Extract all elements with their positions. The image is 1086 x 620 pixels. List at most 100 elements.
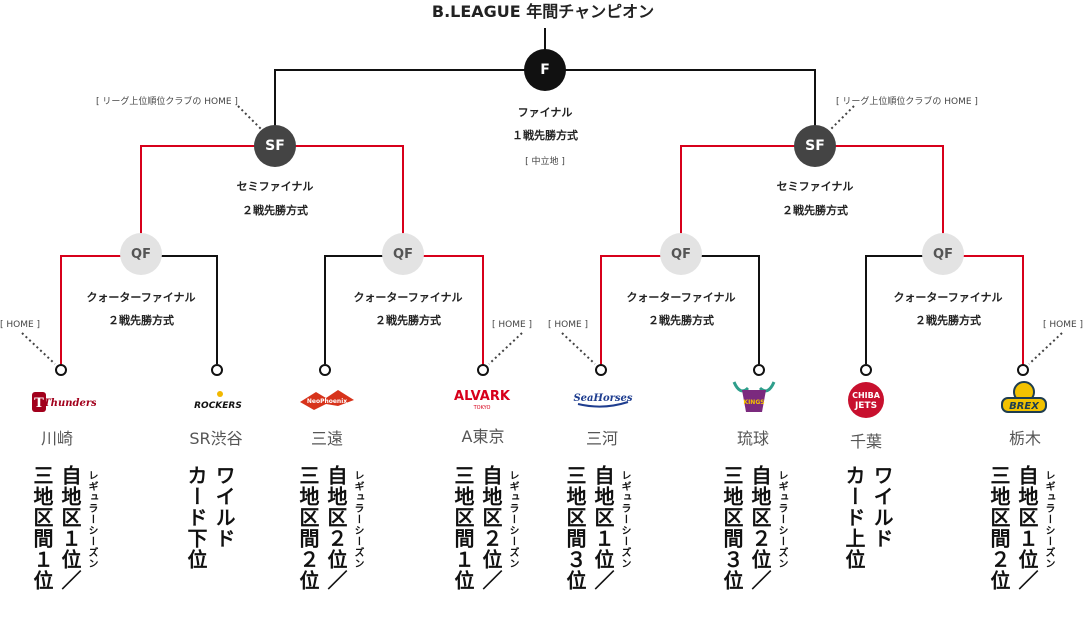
qf4-to-tochigi <box>943 255 1024 368</box>
sanen-neophoenix-logo: NeoPhoenix <box>292 384 362 416</box>
seed-line1-shibuya: ワイルド <box>212 465 236 549</box>
leaf-circle-ryukyu <box>753 364 765 376</box>
home-label-mikawa: [ HOME ] <box>548 320 589 330</box>
chiba-jets-logo: CHIBA JETS <box>840 380 892 420</box>
tochigi-brex-logo: BREX <box>996 380 1052 418</box>
leaf-circle-chiba <box>860 364 872 376</box>
final-format: １戦先勝方式 <box>512 129 578 142</box>
seed-line1-tochigi: 自地区１位／ <box>1015 465 1039 591</box>
seed-line1-mikawa: 自地区１位／ <box>591 465 615 591</box>
sf-right-format: ２戦先勝方式 <box>782 204 848 217</box>
team-name-shibuya: SR渋谷 <box>189 429 243 448</box>
sanen-logo-text: NeoPhoenix <box>307 398 347 405</box>
sf-right-to-qf3 <box>680 145 815 234</box>
sf-left-label: セミファイナル <box>236 180 314 193</box>
chiba-logo-subtext: JETS <box>854 401 877 411</box>
team-name-kawasaki: 川崎 <box>40 429 73 448</box>
leaf-circle-tochigi <box>1017 364 1029 376</box>
home-dots-sf-right <box>829 105 855 131</box>
chiba-logo-text: CHIBA <box>852 391 881 400</box>
final-node: F <box>524 49 566 91</box>
shibuya-logo-text: ROCKERS <box>194 401 242 411</box>
quarterfinal-node-4: QF <box>922 233 964 275</box>
seed-line1-sanen: 自地区２位／ <box>324 465 348 591</box>
seed-line1-ryukyu: 自地区２位／ <box>748 465 772 591</box>
qf4-format: ２戦先勝方式 <box>915 314 981 327</box>
qf3-to-ryukyu <box>681 255 760 364</box>
sf-right-home-note: [ リーグ上位順位クラブの HOME ] <box>836 97 978 107</box>
qf1-to-kawasaki <box>60 255 141 368</box>
sf-left-format: ２戦先勝方式 <box>242 204 308 217</box>
home-dots-alvark <box>488 332 523 365</box>
svg-text:T: T <box>34 396 44 411</box>
leaf-circle-alvark <box>477 364 489 376</box>
seed-note-alvark: レギュラーシーズン <box>507 470 518 569</box>
seed-note-kawasaki: レギュラーシーズン <box>86 470 97 569</box>
home-label-tochigi: [ HOME ] <box>1043 320 1084 330</box>
team-name-alvark: A東京 <box>461 427 505 446</box>
seed-note-tochigi: レギュラーシーズン <box>1043 470 1054 569</box>
mikawa-logo-text: SeaHorses <box>573 393 632 404</box>
quarterfinal-node-3: QF <box>660 233 702 275</box>
seed-line1-alvark: 自地区２位／ <box>479 465 503 591</box>
tochigi-logo-text: BREX <box>1009 401 1040 412</box>
seed-line2-shibuya: カード下位 <box>184 465 208 570</box>
home-dots-tochigi <box>1028 332 1063 365</box>
qf3-label: クォーターファイナル <box>626 291 736 304</box>
qf2-format: ２戦先勝方式 <box>375 314 441 327</box>
leaf-circle-shibuya <box>211 364 223 376</box>
seed-note-ryukyu: レギュラーシーズン <box>776 470 787 569</box>
sf-left-home-note: [ リーグ上位順位クラブの HOME ] <box>96 97 238 107</box>
team-name-sanen: 三遠 <box>310 429 343 448</box>
team-name-mikawa: 三河 <box>585 429 618 448</box>
seahorses-mikawa-logo: SeaHorses <box>568 384 638 414</box>
final-venue: [ 中立地 ] <box>525 157 565 167</box>
home-label-alvark: [ HOME ] <box>492 320 533 330</box>
seed-line2-sanen: 三地区間２位 <box>296 465 320 591</box>
seed-note-mikawa: レギュラーシーズン <box>619 470 630 569</box>
final-label: ファイナル <box>517 106 573 119</box>
qf4-label: クォーターファイナル <box>893 291 1003 304</box>
alvark-logo-text: ALVARK <box>454 389 511 404</box>
home-dots-kawasaki <box>21 332 56 365</box>
sf-right-to-qf4 <box>815 145 944 234</box>
seed-line2-tochigi: 三地区間２位 <box>987 465 1011 591</box>
kawasaki-logo-text: Thunders <box>43 398 96 409</box>
alvark-logo-subtext: TOKYO <box>473 405 491 411</box>
qf3-format: ２戦先勝方式 <box>648 314 714 327</box>
seed-line1-kawasaki: 自地区１位／ <box>58 465 82 591</box>
home-dots-sf-left <box>237 105 263 131</box>
leaf-circle-kawasaki <box>55 364 67 376</box>
sf-left-to-qf1 <box>140 145 275 234</box>
qf2-label: クォーターファイナル <box>353 291 463 304</box>
seed-line2-kawasaki: 三地区間１位 <box>30 465 54 591</box>
kawasaki-brave-thunders-logo: T Thunders <box>26 386 96 416</box>
qf4-to-chiba <box>865 255 943 364</box>
bracket-title: B.LEAGUE 年間チャンピオン <box>431 2 655 21</box>
team-name-chiba: 千葉 <box>849 432 882 451</box>
sf-right-label: セミファイナル <box>776 180 854 193</box>
seed-line2-ryukyu: 三地区間３位 <box>720 465 744 591</box>
ryukyu-logo-text: KINGS <box>743 399 764 406</box>
team-name-ryukyu: 琉球 <box>736 429 769 448</box>
seed-line2-alvark: 三地区間１位 <box>451 465 475 591</box>
quarterfinal-node-2: QF <box>382 233 424 275</box>
seed-line2-mikawa: 三地区間３位 <box>563 465 587 591</box>
qf1-to-shibuya <box>141 255 218 364</box>
qf2-to-alvark <box>403 255 484 368</box>
final-left-bracket <box>274 69 545 126</box>
seed-note-sanen: レギュラーシーズン <box>352 470 363 569</box>
quarterfinal-node-1: QF <box>120 233 162 275</box>
home-dots-mikawa <box>561 332 596 365</box>
qf1-format: ２戦先勝方式 <box>108 314 174 327</box>
semifinal-node-left: SF <box>254 125 296 167</box>
alvark-tokyo-logo: ALVARK TOKYO <box>452 382 512 416</box>
leaf-circle-sanen <box>319 364 331 376</box>
qf2-to-sanen <box>324 255 403 364</box>
sf-left-to-qf2 <box>275 145 404 234</box>
qf1-label: クォーターファイナル <box>86 291 196 304</box>
seed-line1-chiba: ワイルド <box>870 465 894 549</box>
ryukyu-golden-kings-logo: KINGS <box>726 378 782 418</box>
home-label-kawasaki: [ HOME ] <box>0 320 41 330</box>
